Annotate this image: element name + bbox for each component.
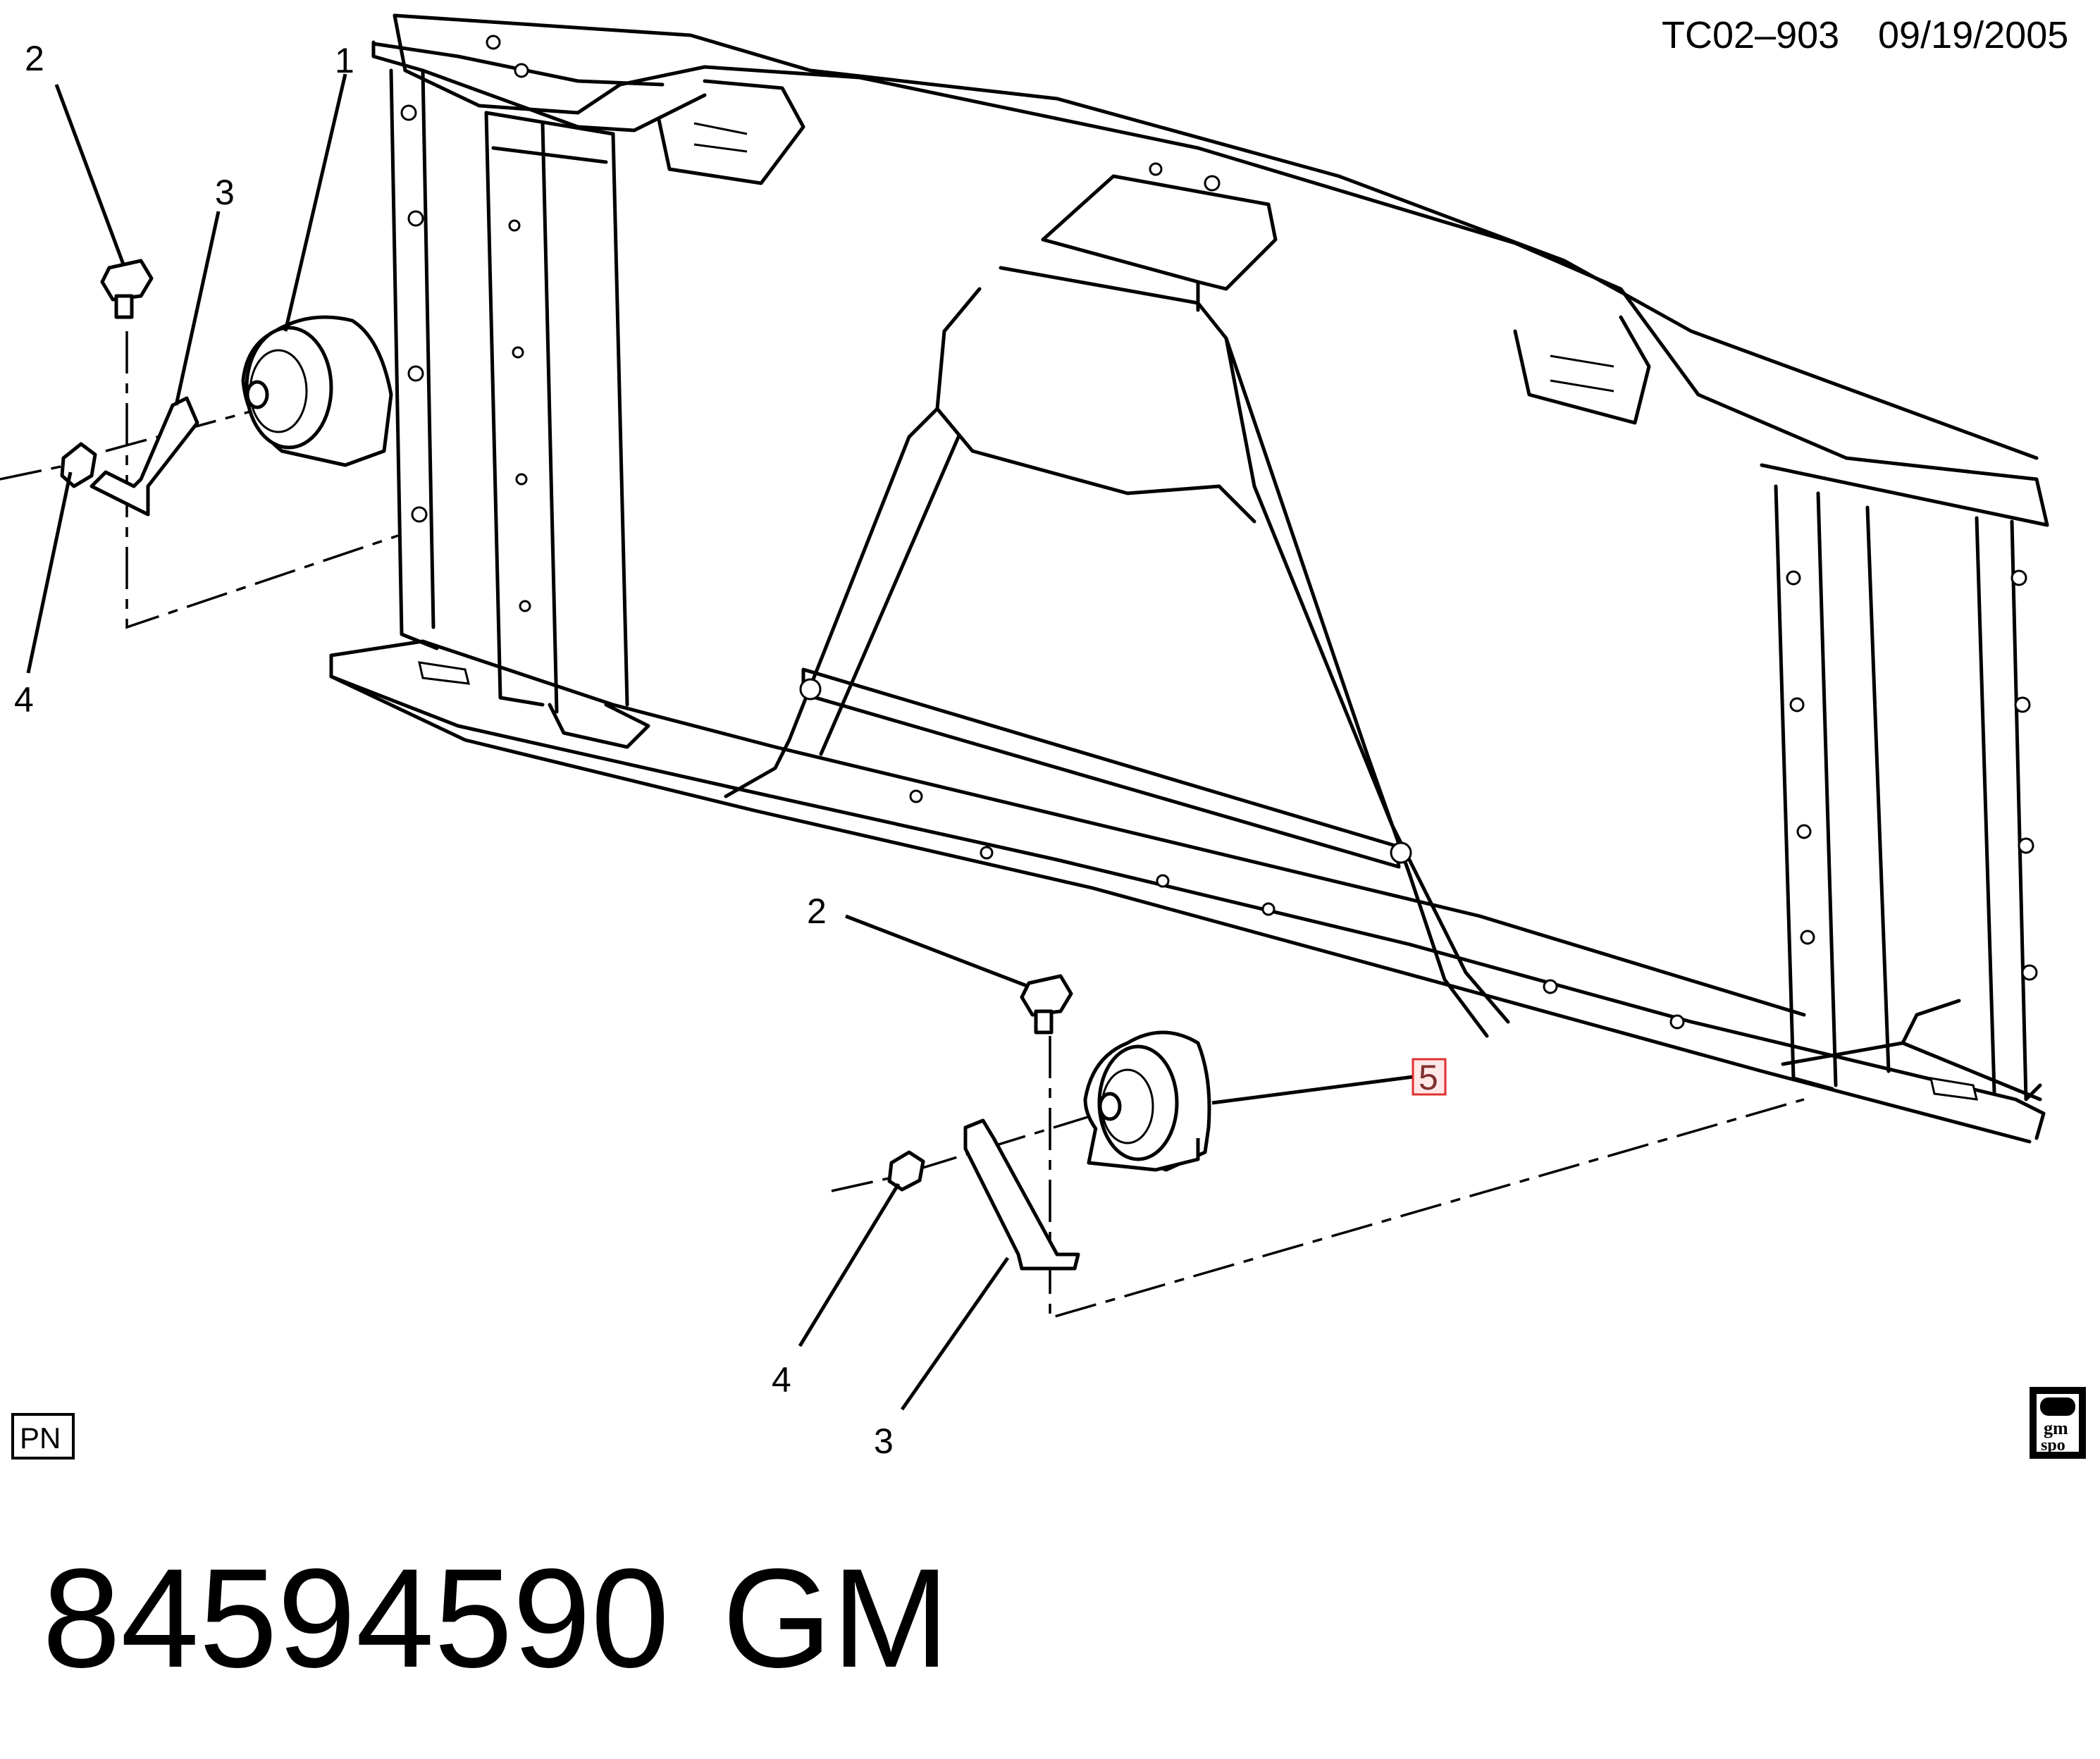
callout-4-lower: 4: [772, 1360, 791, 1400]
diagram-date: 09/19/2005: [1878, 14, 2068, 56]
callout-5: 5: [1419, 1058, 1438, 1097]
horn-lower: [1083, 1030, 1211, 1172]
callout-2-upper: 2: [25, 39, 44, 78]
bolt-lower: [1020, 974, 1073, 1035]
footer-part-number: 84594590: [42, 1540, 669, 1697]
horn-left: [241, 315, 393, 467]
gm-spo-logo: gm spo: [2030, 1387, 2086, 1459]
svg-text:gm: gm: [2044, 1418, 2068, 1438]
pn-badge-label: PN: [20, 1421, 61, 1455]
callout-3-lower: 3: [874, 1421, 894, 1461]
pn-badge: PN: [11, 1413, 75, 1459]
bolt-left: [100, 259, 154, 319]
callout-leaders: [26, 73, 1414, 1411]
callout-2-lower: 2: [807, 891, 827, 931]
horn-bracket-left: [89, 396, 199, 517]
horn-assembly-lower: [831, 974, 1805, 1320]
nut-lower: [887, 1150, 925, 1192]
callout-1: 1: [335, 41, 354, 80]
callout-5-highlighted[interactable]: 5: [1412, 1058, 1447, 1097]
callout-4-upper: 4: [14, 680, 34, 720]
footer-brand: GM: [722, 1540, 949, 1697]
horn-assembly-left: [0, 259, 399, 629]
callout-3-upper: 3: [215, 173, 235, 212]
horn-bracket-lower: [963, 1118, 1080, 1271]
radiator-support-frame: [329, 13, 2049, 1144]
nut-left: [60, 442, 97, 488]
callout-5-box: [1412, 1058, 1447, 1096]
svg-text:spo: spo: [2041, 1436, 2065, 1455]
diagram-reference-code: TC02–903: [1662, 14, 1839, 56]
